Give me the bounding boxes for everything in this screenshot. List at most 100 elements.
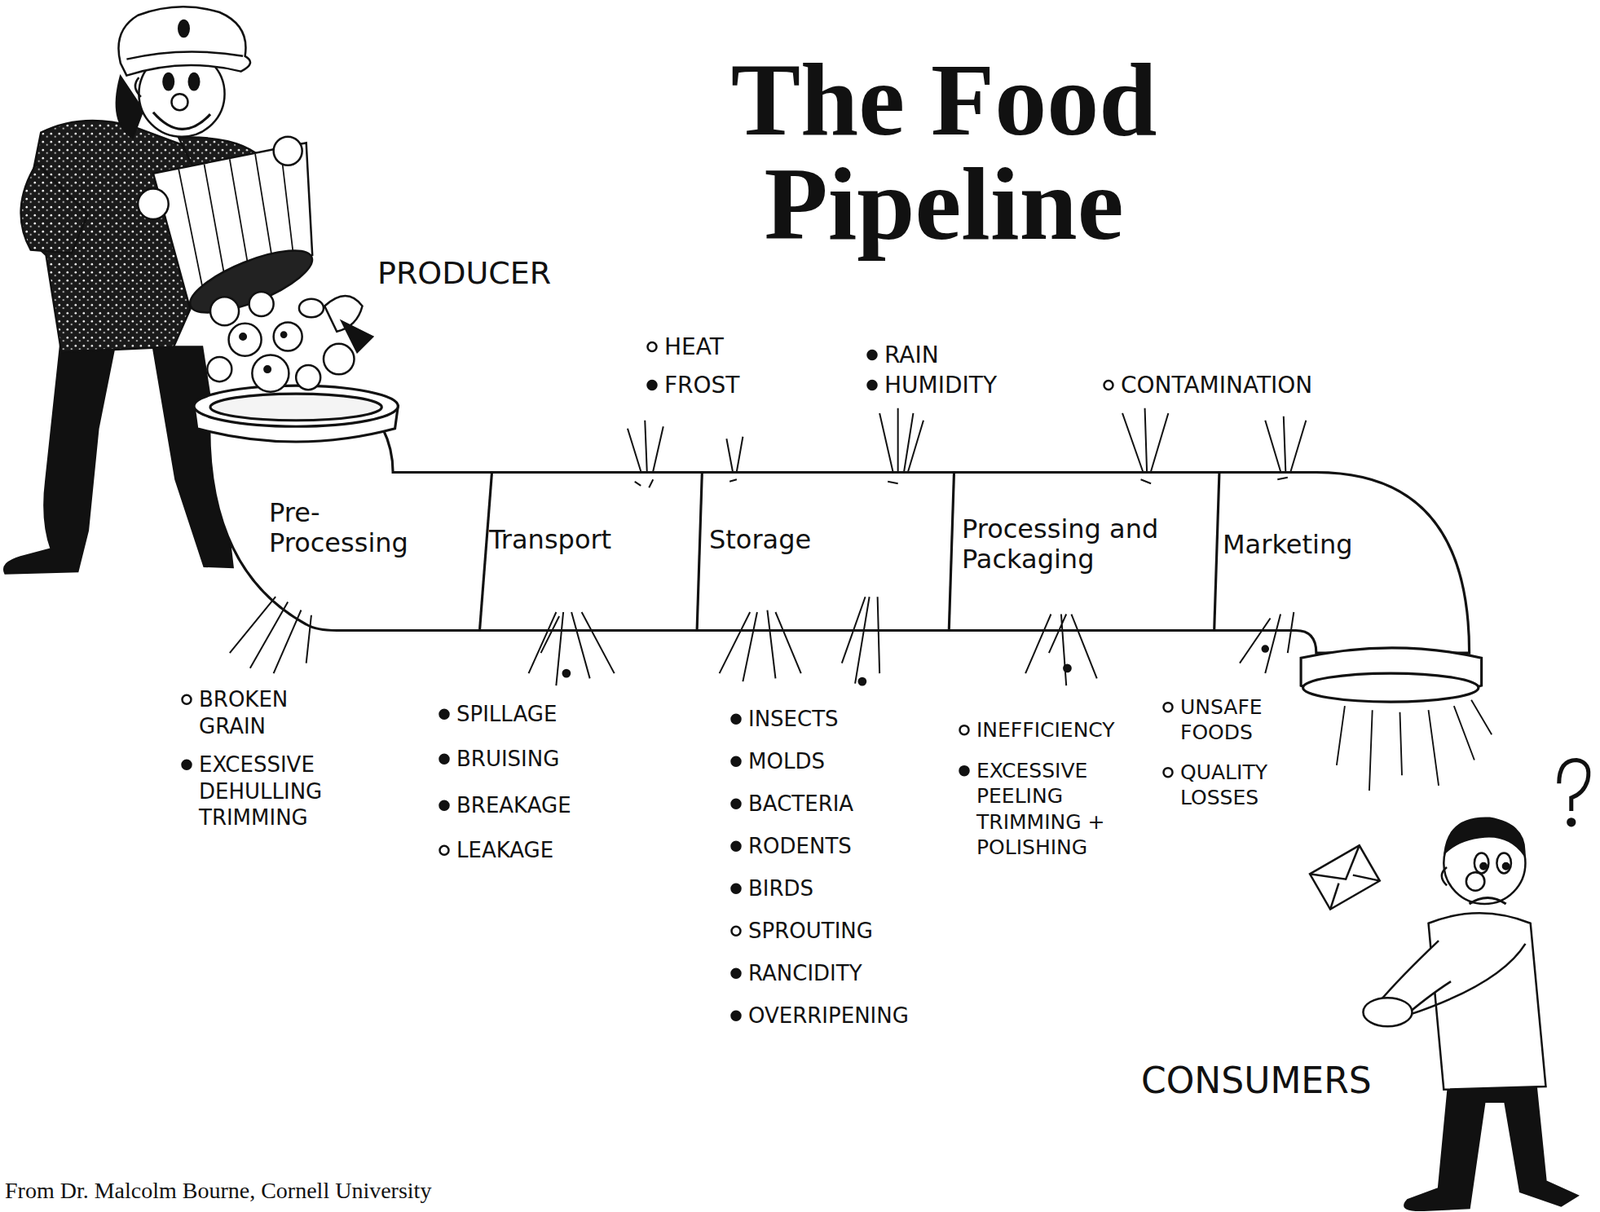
- bullet-dot: [1163, 702, 1173, 712]
- consumer-figure: [1445, 818, 1526, 856]
- producer-figure: [153, 112, 211, 130]
- section-label: Marketing: [1222, 529, 1394, 560]
- producer-figure: [137, 189, 169, 221]
- consumer-figure: [1441, 867, 1447, 886]
- consumer-figure: [1503, 863, 1510, 870]
- pipe: [209, 428, 1470, 653]
- producer-figure: [171, 93, 188, 111]
- producer-figure: [4, 336, 115, 574]
- bullet-dot: [868, 350, 878, 360]
- section-label: Storage: [709, 524, 938, 556]
- figure-label: PRODUCER: [377, 254, 551, 294]
- bullet-dot: [182, 760, 192, 770]
- pipe: [948, 472, 954, 631]
- pipe-section: Storage: [709, 524, 938, 556]
- bullet-dot: [731, 714, 741, 724]
- damage-lines: [1122, 408, 1169, 472]
- food-package: [1309, 845, 1380, 909]
- pipe-section: Processing and Packaging: [961, 514, 1207, 575]
- pipe-inlet: [210, 393, 382, 421]
- damage-lines: [528, 612, 615, 686]
- producer-figure: [4, 6, 373, 574]
- consumer-figure: [1559, 760, 1589, 812]
- consumer-figure: [1567, 818, 1575, 826]
- loss-item: EXCESSIVE DEHULLING TRIMMING: [198, 751, 354, 832]
- damage-lines: [1025, 614, 1098, 687]
- producer-figure: [210, 296, 239, 326]
- loss-item: UNSAFE FOODS: [1180, 694, 1315, 746]
- loss-item: HUMIDITY: [884, 370, 997, 400]
- damage-lines: [627, 420, 664, 472]
- producer-figure: [21, 163, 89, 253]
- damage-lines: [627, 408, 1306, 489]
- loss-item: LEAKAGE: [456, 837, 554, 864]
- producer-figure: [126, 51, 243, 59]
- pipe-outlet: [1300, 647, 1482, 702]
- consumer-figure: [1408, 943, 1526, 1016]
- bullet-dot: [731, 884, 741, 894]
- loss-item: BROKEN GRAIN: [198, 686, 354, 740]
- loss-item: BACTERIA: [748, 790, 854, 818]
- diagram-title: The Food Pipeline: [691, 47, 1197, 256]
- consumer-figure: [1362, 760, 1588, 1211]
- loss-item: SPROUTING: [748, 917, 873, 945]
- bullet-dot: [440, 846, 450, 856]
- section-label: Processing and Packaging: [961, 514, 1207, 575]
- damage-lines: [858, 678, 866, 686]
- loss-item: EXCESSIVE PEELING TRIMMING + POLISHING: [976, 758, 1148, 860]
- producer-figure: [264, 365, 271, 373]
- bullet-dot: [731, 841, 741, 851]
- producer-figure: [273, 136, 303, 166]
- bullet-dot: [960, 725, 970, 735]
- pipe: [1214, 472, 1220, 631]
- damage-lines: [1265, 416, 1306, 472]
- bullet-dot: [960, 766, 970, 776]
- damage-lines: [1063, 664, 1072, 672]
- food-package: [1309, 845, 1371, 894]
- pipe-section: Transport: [489, 524, 693, 556]
- damage-lines: [719, 610, 802, 683]
- bullet-dot: [647, 342, 657, 352]
- loss-item: BRUISING: [456, 745, 560, 773]
- producer-figure: [182, 238, 319, 325]
- pipe-inlet: [193, 385, 398, 442]
- bullet-dot: [731, 799, 741, 809]
- bullet-dot: [731, 926, 741, 936]
- damage-lines: [634, 477, 1288, 489]
- section-label: Transport: [489, 524, 693, 556]
- producer-figure: [341, 321, 373, 353]
- producer-figure: [229, 323, 262, 357]
- bullet-dot: [440, 801, 450, 811]
- pipe-inlet: [193, 385, 398, 427]
- loss-item: INEFFICIENCY: [976, 717, 1116, 743]
- outflow-lines: [1336, 700, 1492, 791]
- consumer-figure: [1466, 872, 1486, 891]
- producer-figure: [207, 357, 232, 382]
- bullet-dot: [868, 380, 878, 390]
- bullet-dot: [1163, 767, 1173, 777]
- source-caption: From Dr. Malcolm Bourne, Cornell Univers…: [4, 1178, 432, 1204]
- damage-lines: [1239, 612, 1294, 674]
- pipe-section: Marketing: [1222, 529, 1394, 560]
- bullet-dot: [440, 709, 450, 719]
- bullet-dot: [440, 754, 450, 764]
- pipe: [209, 428, 1470, 653]
- loss-item: QUALITY LOSSES: [1180, 759, 1315, 812]
- bullet-dot: [731, 1011, 741, 1021]
- bullet-dot: [647, 380, 657, 390]
- loss-item: OVERRIPENING: [748, 1002, 909, 1030]
- consumer-figure: [1480, 863, 1487, 870]
- producer-figure: [273, 322, 303, 352]
- loss-item: CONTAMINATION: [1120, 370, 1313, 400]
- producer-figure: [135, 77, 142, 97]
- loss-item: RANCIDITY: [748, 960, 863, 988]
- pipe-section: Pre-Processing: [268, 498, 441, 559]
- damage-lines: [229, 596, 1295, 686]
- outflow-lines: [1336, 700, 1492, 791]
- damage-lines: [1262, 645, 1270, 653]
- producer-figure: [323, 343, 355, 375]
- producer-figure: [249, 291, 274, 317]
- damage-lines: [726, 436, 743, 472]
- section-label: Pre-Processing: [268, 498, 441, 559]
